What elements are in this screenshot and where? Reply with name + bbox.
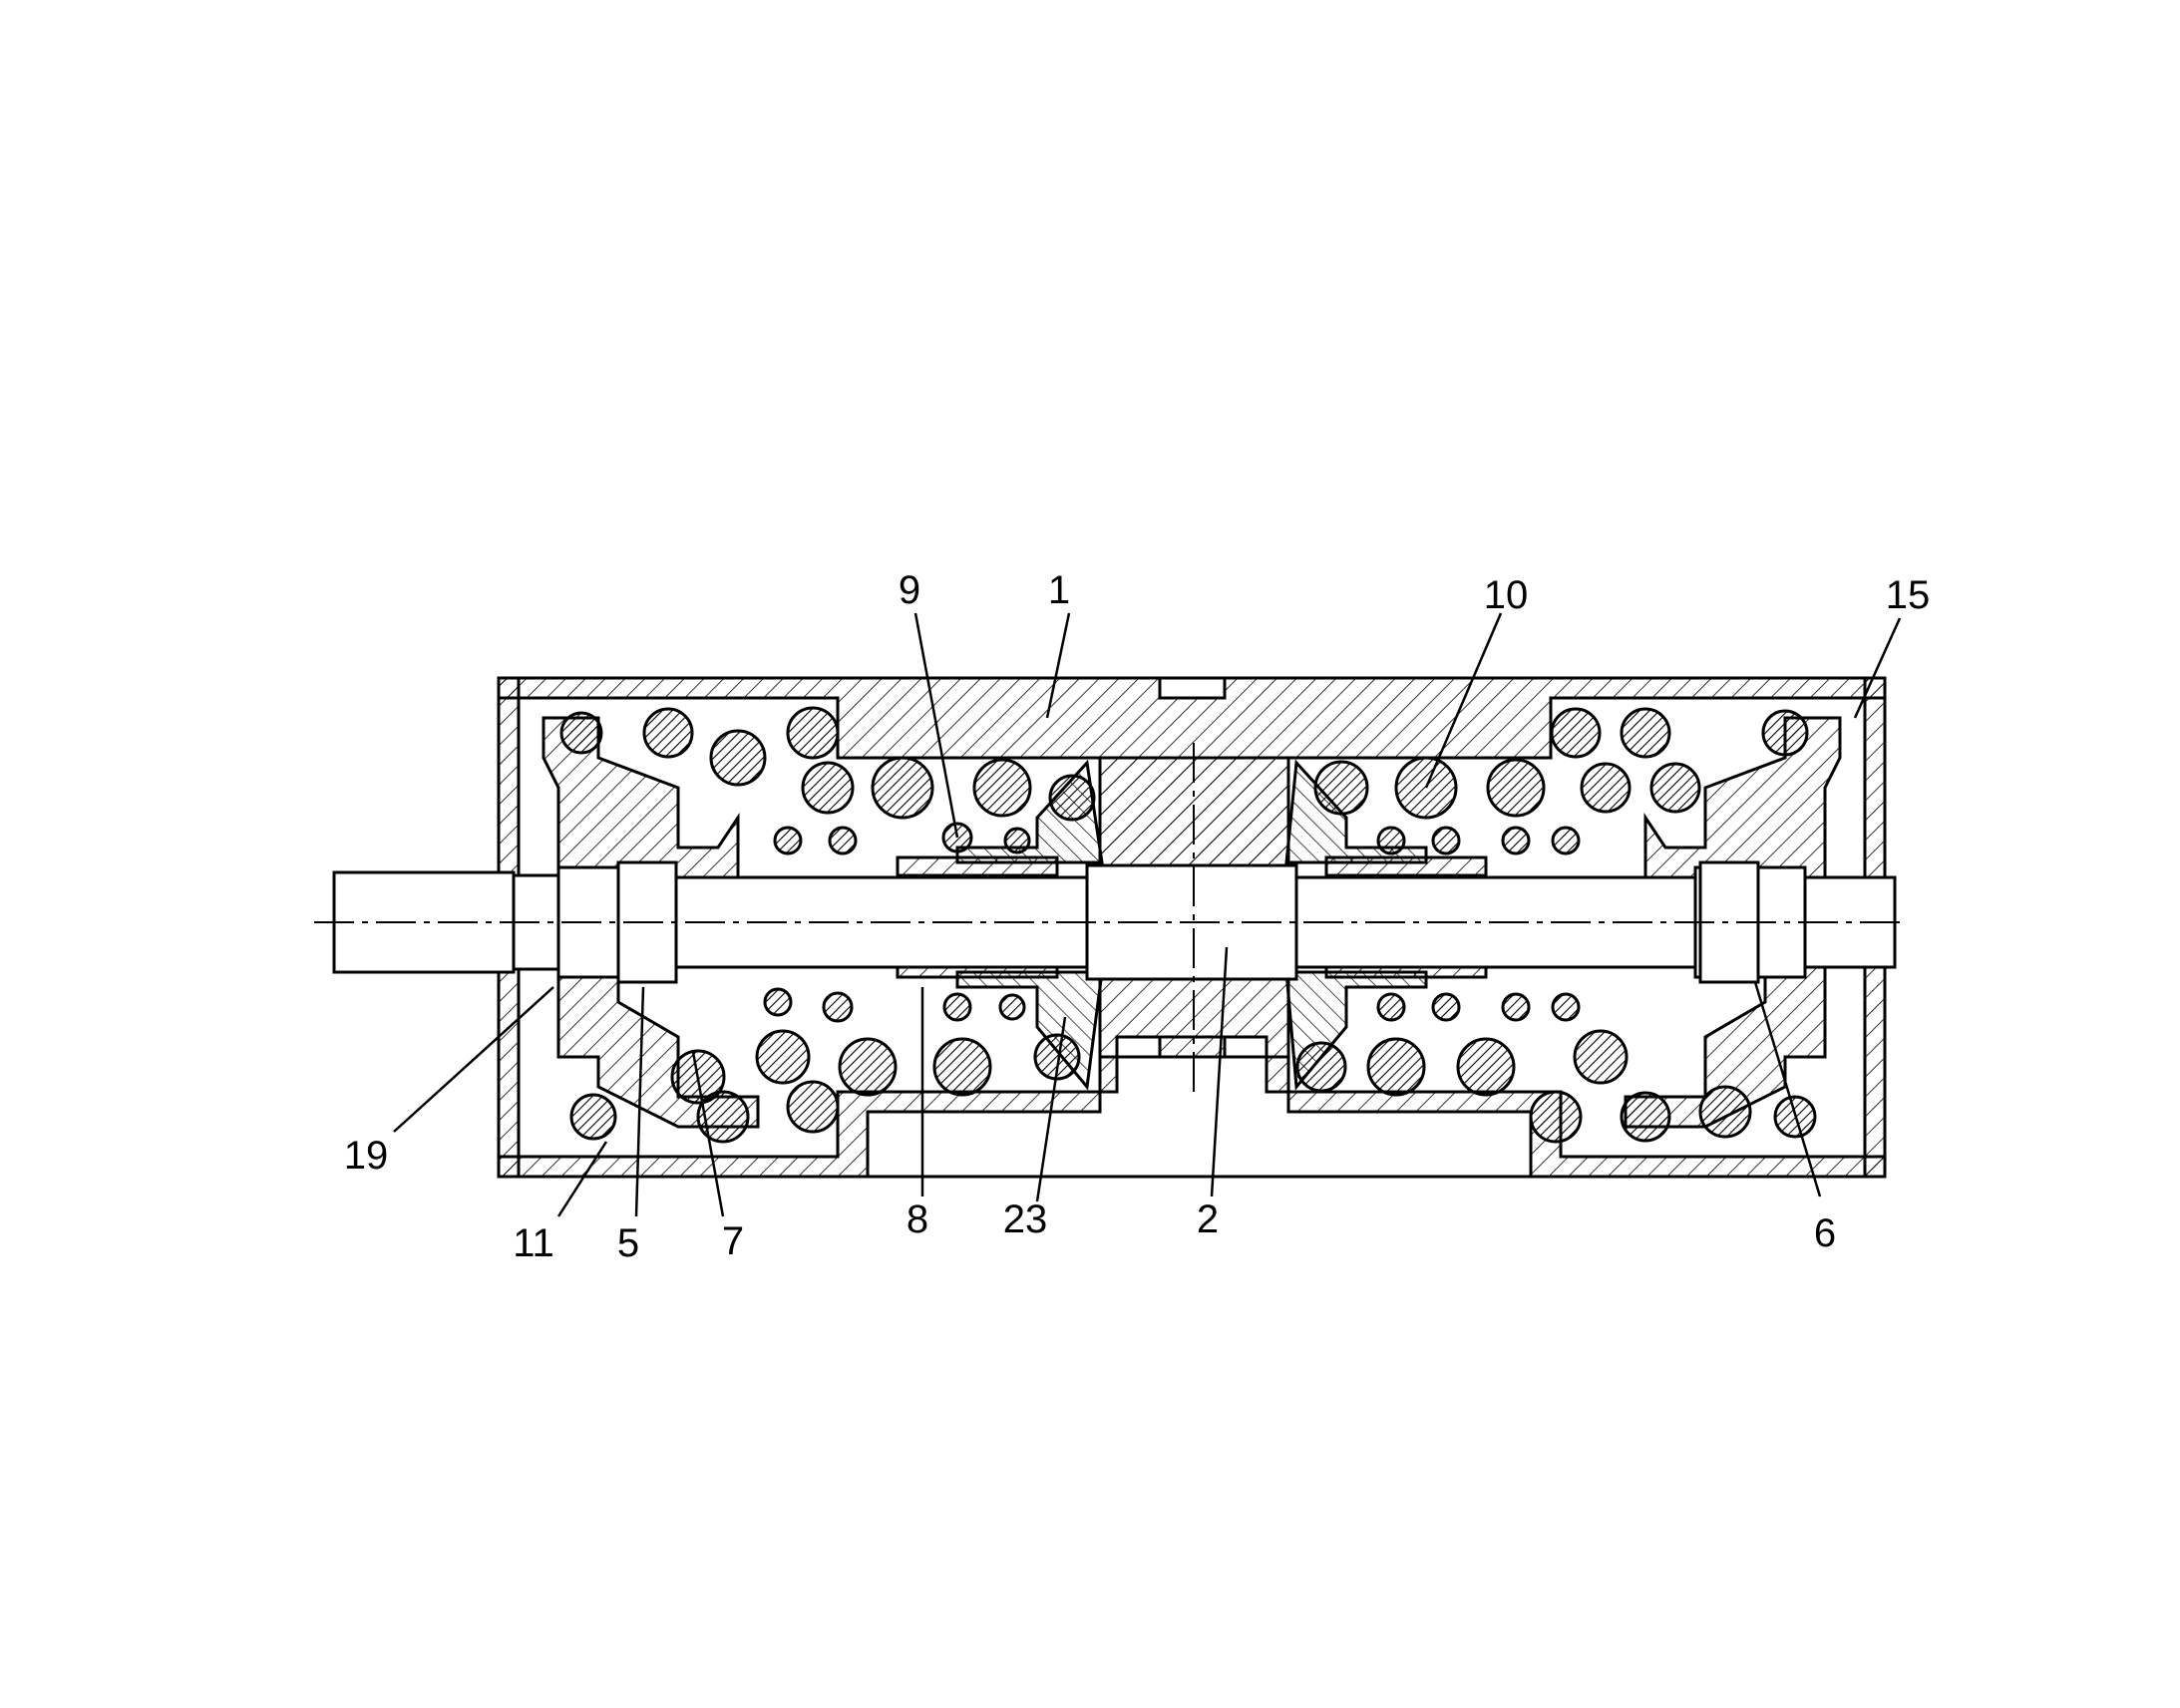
label-6: 6: [1814, 1211, 1836, 1255]
label-11: 11: [513, 1221, 554, 1265]
label-10: 10: [1484, 573, 1529, 617]
label-5: 5: [617, 1221, 639, 1265]
leader-lines: [393, 612, 1902, 1217]
label-8: 8: [907, 1197, 928, 1241]
label-15: 15: [1886, 573, 1931, 617]
label-1: 1: [1048, 568, 1070, 612]
label-19: 19: [344, 1134, 389, 1178]
label-2: 2: [1197, 1197, 1219, 1241]
springs: [559, 706, 1817, 1144]
centerlines: [314, 743, 1900, 1092]
label-7: 7: [722, 1219, 744, 1263]
label-23: 23: [1003, 1197, 1048, 1241]
reference-labels: 1 9 10 15 19 11 5 7 8 23 2 6: [344, 568, 1931, 1265]
label-9: 9: [899, 568, 920, 612]
